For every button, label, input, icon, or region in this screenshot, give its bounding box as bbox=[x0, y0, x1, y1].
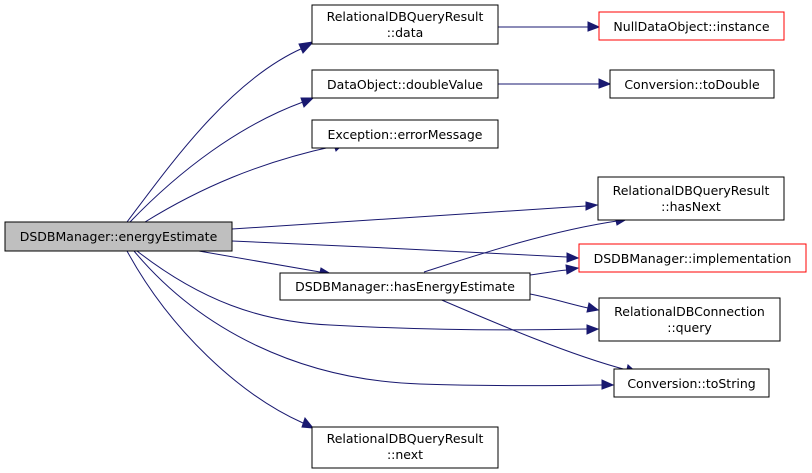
node-hasnext[interactable]: RelationalDBQueryResult ::hasNext bbox=[597, 176, 785, 221]
edge-energyestimate-to-errormessage bbox=[144, 141, 347, 223]
edge-energyestimate-to-qr-data bbox=[126, 41, 315, 223]
edge-hasenergy-to-implementation bbox=[529, 264, 580, 276]
node-hasnext-label-line2: ::hasNext bbox=[661, 199, 721, 214]
node-errormessage-label: Exception::errorMessage bbox=[328, 127, 483, 142]
node-hasenergy[interactable]: DSDBManager::hasEnergyEstimate bbox=[279, 272, 531, 301]
edge-energyestimate-to-implementation bbox=[231, 240, 580, 263]
node-query[interactable]: RelationalDBConnection ::query bbox=[598, 297, 781, 342]
nodes: DSDBManager::energyEstimate RelationalDB… bbox=[4, 4, 807, 469]
node-hasnext-label-line1: RelationalDBQueryResult bbox=[613, 183, 770, 198]
edge-hasenergy-to-query bbox=[529, 293, 600, 313]
node-nulldata[interactable]: NullDataObject::instance bbox=[598, 11, 785, 41]
node-errormessage[interactable]: Exception::errorMessage bbox=[311, 119, 499, 149]
node-next-label-line2: ::next bbox=[387, 447, 423, 462]
node-implementation[interactable]: DSDBManager::implementation bbox=[578, 243, 807, 273]
edge-energyestimate-to-hasnext bbox=[231, 201, 599, 230]
node-qr-data-label-line2: ::data bbox=[387, 25, 424, 40]
edges bbox=[126, 21, 639, 429]
node-doublevalue-label: DataObject::doubleValue bbox=[327, 77, 483, 92]
node-doublevalue[interactable]: DataObject::doubleValue bbox=[311, 69, 499, 99]
edge-qr-data-to-nulldata bbox=[498, 21, 601, 32]
node-qr-data[interactable]: RelationalDBQueryResult ::data bbox=[311, 4, 499, 45]
node-next-label-line1: RelationalDBQueryResult bbox=[327, 431, 484, 446]
node-query-label-line2: ::query bbox=[667, 320, 712, 335]
node-nulldata-label: NullDataObject::instance bbox=[613, 19, 769, 34]
node-query-label-line1: RelationalDBConnection bbox=[614, 304, 765, 319]
edge-energyestimate-to-tostring bbox=[133, 250, 615, 390]
edge-energyestimate-to-query bbox=[136, 250, 600, 335]
node-todouble[interactable]: Conversion::toDouble bbox=[609, 69, 775, 99]
node-qr-data-label-line1: RelationalDBQueryResult bbox=[327, 9, 484, 24]
edge-energyestimate-to-doublevalue bbox=[129, 97, 315, 223]
node-implementation-label: DSDBManager::implementation bbox=[594, 251, 792, 266]
node-todouble-label: Conversion::toDouble bbox=[624, 77, 760, 92]
node-next[interactable]: RelationalDBQueryResult ::next bbox=[311, 426, 499, 469]
node-hasenergy-label: DSDBManager::hasEnergyEstimate bbox=[295, 279, 515, 294]
edge-energyestimate-to-next bbox=[126, 250, 315, 429]
node-energyestimate-label: DSDBManager::energyEstimate bbox=[20, 229, 218, 244]
node-energyestimate[interactable]: DSDBManager::energyEstimate bbox=[4, 221, 233, 252]
edge-doublevalue-to-todouble bbox=[498, 78, 612, 89]
node-tostring-label: Conversion::toString bbox=[627, 376, 755, 391]
node-tostring[interactable]: Conversion::toString bbox=[613, 368, 770, 398]
